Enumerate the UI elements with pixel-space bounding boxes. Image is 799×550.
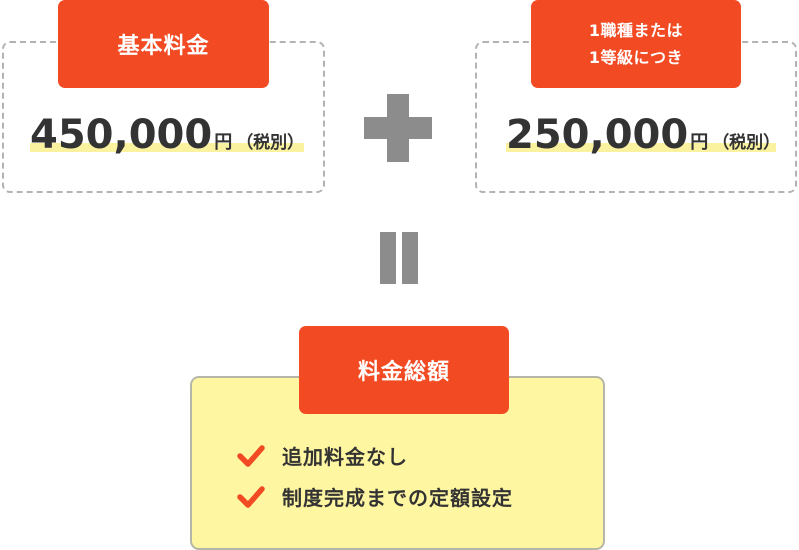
check-icon (237, 485, 265, 508)
basic-fee-label: 基本料金 (58, 0, 269, 88)
per-role-fee-price: 250,000 円 （税別） (506, 112, 780, 158)
plus-vertical-bar (387, 94, 409, 162)
per-role-fee-highlight (506, 143, 776, 152)
per-role-fee-label-line-2: 1等級につき (588, 48, 684, 67)
equals-bar-left (380, 232, 396, 284)
basic-fee-tax-note: （税別） (236, 133, 305, 153)
equals-bar-right (402, 232, 418, 284)
check-icon (237, 444, 265, 467)
basic-fee-unit: 円 (214, 132, 233, 153)
basic-fee-highlight (30, 143, 304, 152)
per-role-fee-tax-note: （税別） (712, 133, 781, 153)
feature-item: 追加料金なし (236, 441, 408, 470)
feature-item: 制度完成までの定額設定 (236, 482, 513, 511)
per-role-fee-label: 1職種または 1等級につき (531, 0, 741, 88)
per-role-fee-unit: 円 (690, 132, 709, 153)
per-role-fee-label-line-1: 1職種または (588, 21, 684, 40)
basic-fee-amount: 450,000 (30, 112, 213, 158)
feature-text: 制度完成までの定額設定 (282, 486, 513, 510)
feature-text: 追加料金なし (282, 445, 408, 469)
total-label: 料金総額 (299, 326, 509, 414)
per-role-fee-amount: 250,000 (506, 112, 689, 158)
basic-fee-price: 450,000 円 （税別） (30, 112, 304, 158)
